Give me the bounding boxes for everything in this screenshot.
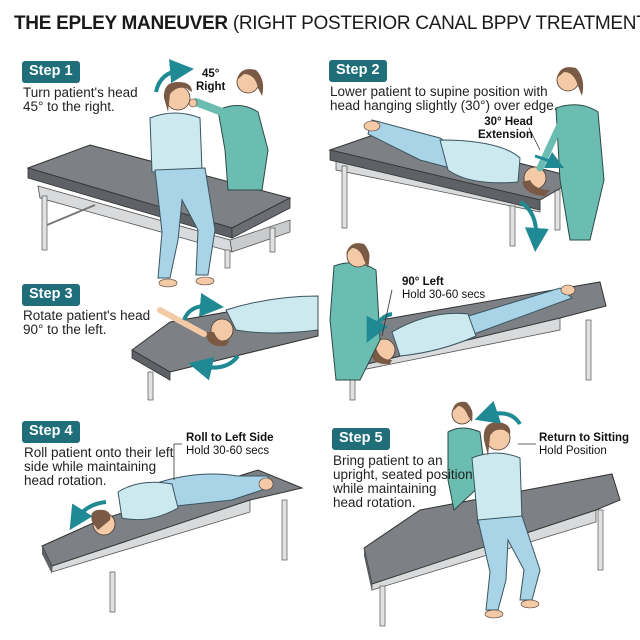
step5-description-line: Bring patient to an: [333, 453, 443, 468]
patient-figure: [159, 473, 269, 507]
rotation-arrow-top-icon: [182, 292, 224, 321]
title-main: THE EPLEY MANEUVER: [14, 13, 228, 34]
step4-description-line: Roll patient onto their left: [24, 445, 174, 460]
step1-description-line: 45° to the right.: [23, 99, 115, 114]
step4-annotation: Roll to Left Side Hold 30-60 secs: [186, 432, 274, 457]
clinician-figure: [447, 427, 487, 511]
return-arrow-icon: [474, 400, 522, 426]
step4-description-line: head rotation.: [24, 473, 107, 488]
step3-description: Rotate patient's head 90° to the left.: [23, 309, 150, 337]
step5-description-line: upright, seated position: [333, 467, 473, 482]
head-extension-arrow-icon: [534, 151, 565, 169]
step3-illustration: [131, 292, 319, 401]
annotation-line: 90° Left: [402, 276, 444, 288]
step2-description: Lower patient to supine position with he…: [330, 85, 558, 113]
annotation-line: Return to Sitting: [539, 432, 630, 444]
step1-illustration: [26, 59, 292, 288]
step4-illustration: [41, 443, 304, 613]
step5-description: Bring patient to an upright, seated posi…: [333, 454, 473, 510]
step2-annotation: 30° Head Extension: [478, 116, 533, 141]
step1-description-line: Turn patient's head: [23, 85, 138, 100]
step3-main-illustration: [329, 243, 607, 401]
step3-description-line: 90° to the left.: [23, 322, 107, 337]
step4-description-line: side while maintaining: [24, 459, 157, 474]
rotation-arrow-left-icon: [366, 312, 393, 343]
roll-arrow-icon: [69, 500, 107, 531]
patient-figure: [471, 452, 523, 525]
step1-annotation: 45° Right: [196, 68, 225, 93]
step1-description: Turn patient's head 45° to the right.: [23, 86, 138, 114]
title-subtitle: (RIGHT POSTERIOR CANAL BPPV TREATMENT): [232, 13, 640, 34]
step5-description-line: while maintaining: [333, 481, 437, 496]
step2-badge: Step 2: [329, 60, 387, 82]
step3-description-line: Rotate patient's head: [23, 308, 151, 323]
step5-illustration: [363, 400, 621, 627]
annotation-line: Hold 30-60 secs: [402, 288, 486, 301]
annotation-line: Right: [196, 80, 226, 93]
step4-badge: Step 4: [22, 421, 80, 443]
step5-annotation: Return to Sitting Hold Position: [539, 432, 629, 457]
step2-description-line: Lower patient to supine position with: [330, 84, 548, 99]
clinician-figure: [555, 104, 605, 241]
annotation-line: 30° Head: [484, 116, 533, 128]
step3-badge: Step 3: [22, 284, 80, 306]
step2-illustration: [328, 67, 605, 252]
step1-badge: Step 1: [22, 61, 80, 83]
annotation-line: Roll to Left Side: [186, 432, 274, 444]
step5-description-line: head rotation.: [333, 495, 416, 510]
diagram-title: THE EPLEY MANEUVER (RIGHT POSTERIOR CANA…: [14, 13, 640, 35]
step4-description: Roll patient onto their left side while …: [24, 446, 173, 488]
rotation-arrow-right-icon: [154, 59, 194, 93]
clinician-figure: [217, 105, 269, 191]
patient-figure: [149, 112, 203, 173]
step2-description-line: head hanging slightly (30°) over edge.: [330, 98, 558, 113]
rotation-arrow-bottom-icon: [188, 354, 240, 381]
step3-annotation: 90° Left Hold 30-60 secs: [402, 276, 485, 301]
annotation-line: Extension: [478, 128, 533, 141]
annotation-line: Hold Position: [539, 444, 607, 457]
clinician-figure: [329, 262, 381, 381]
downward-arrow-icon: [518, 200, 549, 252]
annotation-line: 45°: [202, 68, 220, 80]
step5-badge: Step 5: [332, 428, 390, 450]
annotation-line: Hold 30-60 secs: [186, 444, 270, 457]
